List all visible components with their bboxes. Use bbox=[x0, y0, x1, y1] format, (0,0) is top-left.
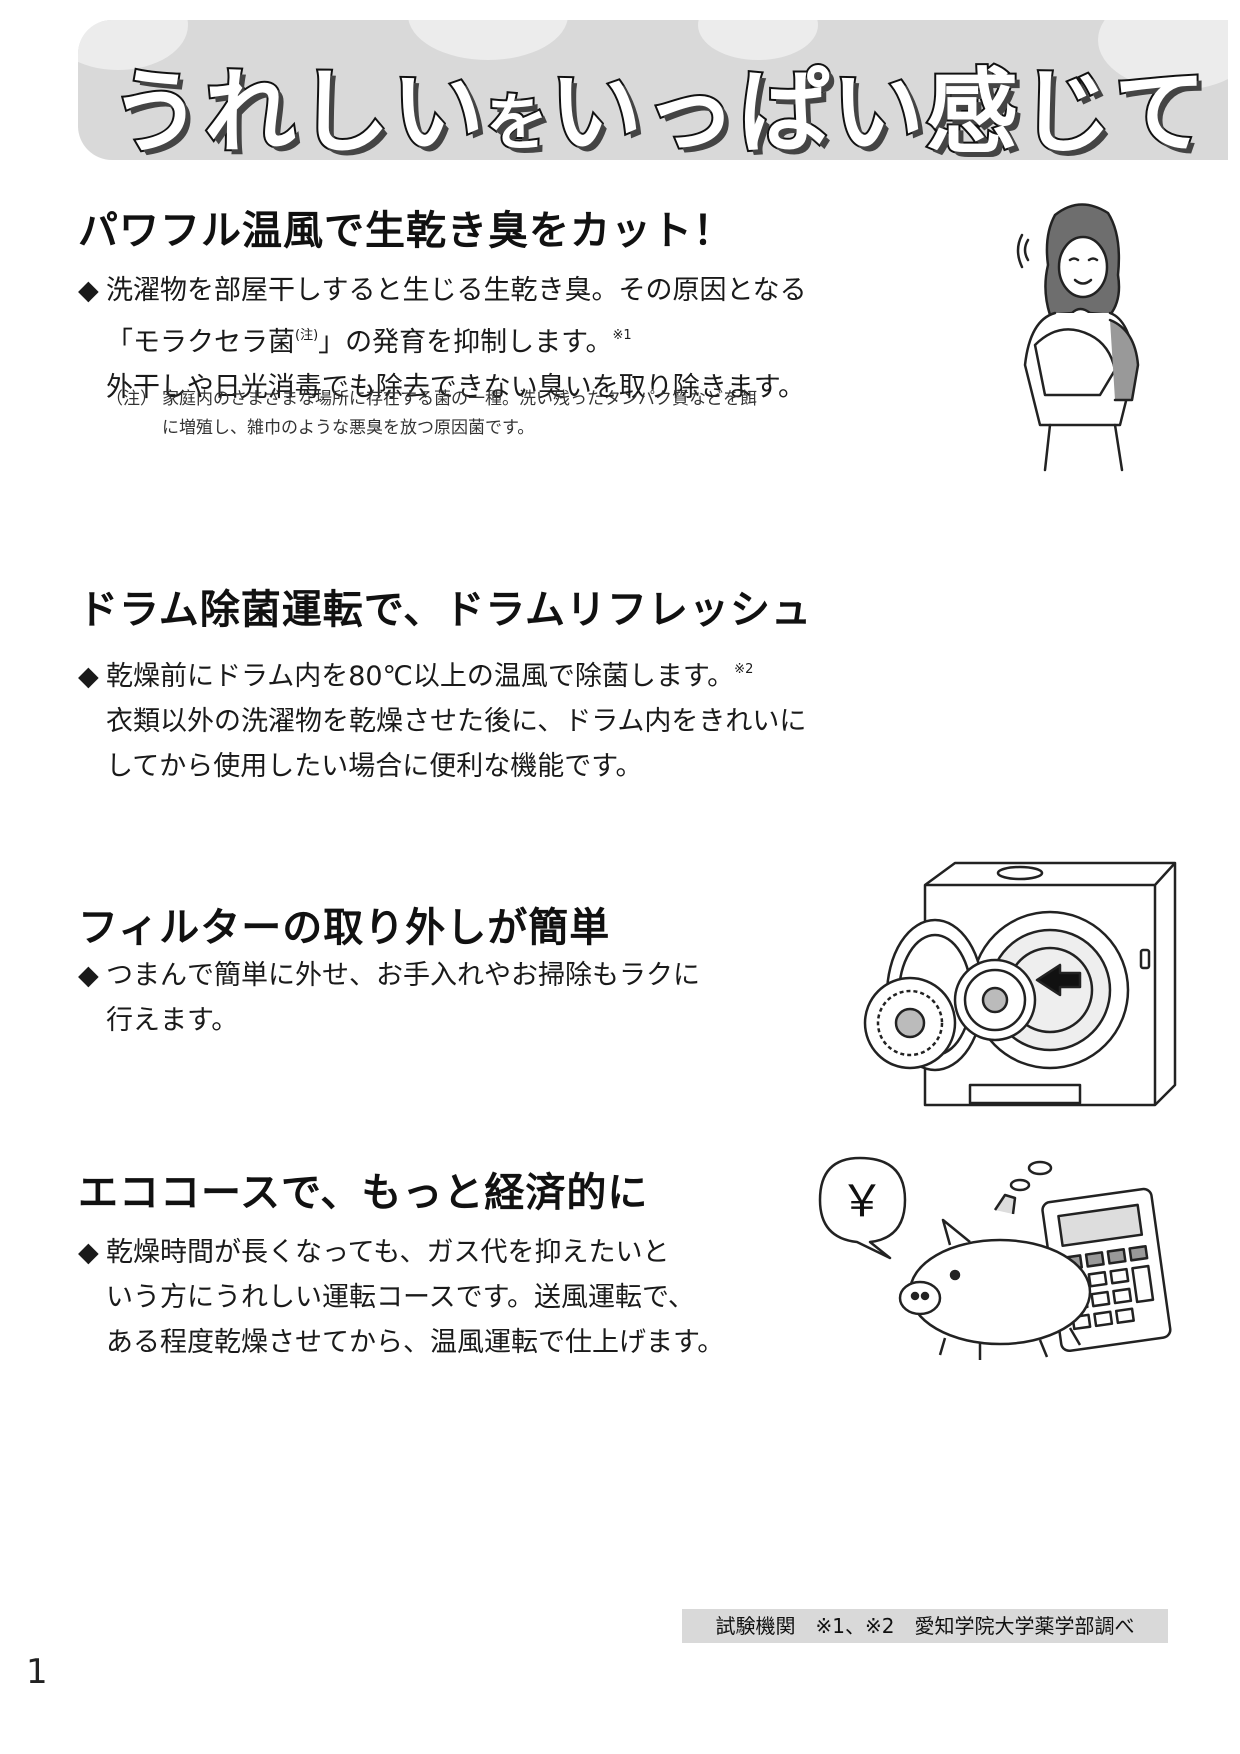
note-marker: (注) bbox=[295, 328, 319, 343]
section-heading: エココースで、もっと経済的に bbox=[78, 1170, 649, 1216]
footnote: （注）家庭内のさまざまな場所に存在する菌の一種。洗い残ったタンパク質などを餌 に… bbox=[106, 385, 757, 443]
body-line: 衣類以外の洗濯物を乾燥させた後に、ドラム内をきれいに bbox=[106, 706, 807, 737]
body-line: 行えます。 bbox=[106, 1005, 239, 1036]
section-odor-cut: パワフル温風で生乾き臭をカット！ ◆洗濯物を部屋干しすると生じる生乾き臭。その原… bbox=[78, 198, 807, 410]
body-line: 「モラクセラ菌(注)」の発育を抑制します。※1 bbox=[106, 327, 632, 358]
body-line: ◆乾燥時間が長くなっても、ガス代を抑えたいと bbox=[78, 1230, 724, 1275]
title-text: うれしい bbox=[108, 57, 487, 160]
section-heading: フィルターの取り外しが簡単 bbox=[78, 905, 611, 951]
section-heading: ドラム除菌運転で、ドラムリフレッシュ bbox=[78, 587, 812, 633]
diamond-bullet-icon: ◆ bbox=[78, 661, 99, 692]
section-filter-removal: フィルターの取り外しが簡単 ◆つまんで簡単に外せ、お手入れやお掃除もラクに 行え… bbox=[78, 895, 700, 1043]
title-text: いっぱい感じて bbox=[548, 57, 1209, 160]
body-line: ◆つまんで簡単に外せ、お手入れやお掃除もラクに bbox=[78, 953, 700, 998]
body-line: いう方にうれしい運転コースです。送風運転で、 bbox=[106, 1282, 695, 1313]
title-text-small: を bbox=[484, 84, 551, 160]
woman-smelling-laundry-illustration bbox=[1016, 203, 1140, 472]
page-number: 1 bbox=[26, 1652, 48, 1692]
yen-symbol-icon: ￥ bbox=[840, 1176, 884, 1227]
body-line: ◆洗濯物を部屋干しすると生じる生乾き臭。その原因となる bbox=[78, 268, 807, 313]
diamond-bullet-icon: ◆ bbox=[78, 960, 99, 991]
page-title: うれしいをいっぱい感じて bbox=[108, 38, 1209, 160]
reference-marker: ※2 bbox=[734, 662, 754, 677]
section-eco-course: エココースで、もっと経済的に ◆乾燥時間が長くなっても、ガス代を抑えたいと いう… bbox=[78, 1160, 724, 1365]
section-drum-sterilization: ドラム除菌運転で、ドラムリフレッシュ ◆乾燥前にドラム内を80℃以上の温風で除菌… bbox=[78, 577, 812, 789]
section-heading: パワフル温風で生乾き臭をカット！ bbox=[78, 208, 734, 254]
piggy-bank-calculator-illustration: ￥ bbox=[818, 1156, 1172, 1360]
reference-marker: ※1 bbox=[612, 328, 632, 343]
test-institution-note: 試験機関 ※1、※2 愛知学院大学薬学部調べ bbox=[682, 1609, 1168, 1643]
diamond-bullet-icon: ◆ bbox=[78, 1237, 99, 1268]
header-banner: うれしいをいっぱい感じて bbox=[78, 20, 1228, 160]
body-line: ◆乾燥前にドラム内を80℃以上の温風で除菌します。※2 bbox=[78, 647, 812, 699]
body-line: してから使用したい場合に便利な機能です。 bbox=[106, 751, 643, 782]
diamond-bullet-icon: ◆ bbox=[78, 275, 99, 306]
body-line: ある程度乾燥させてから、温風運転で仕上げます。 bbox=[106, 1327, 725, 1358]
footnote-label: （注） bbox=[106, 389, 157, 409]
body-line: 外干しや日光消毒でも除去できない臭いを取り除きます。 bbox=[106, 372, 806, 403]
dryer-with-filter-illustration bbox=[863, 861, 1177, 1107]
